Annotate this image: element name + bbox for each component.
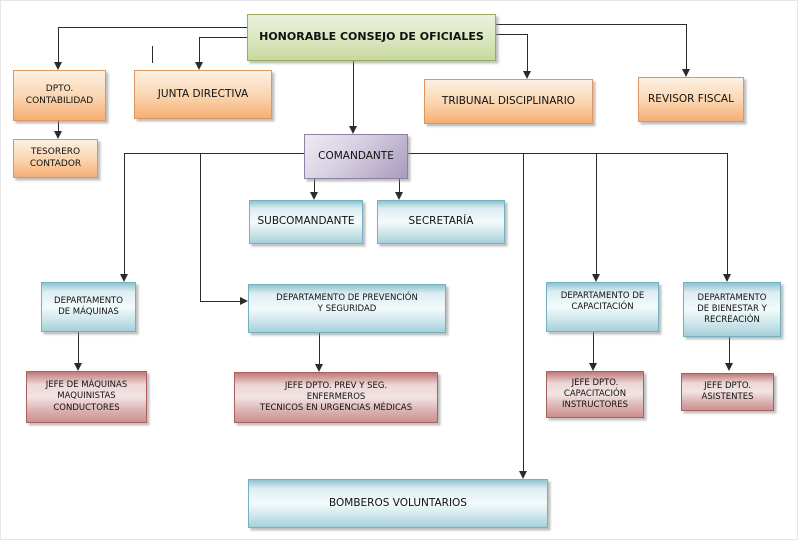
node-label: SECRETARÍA	[408, 215, 474, 228]
connector-comandante-left-h	[124, 153, 304, 154]
connector-capacitacion-jefe-v	[593, 332, 594, 364]
connector-consejo-tribunal-h	[496, 34, 527, 35]
node-label: TRIBUNAL DISCIPLINARIO	[441, 94, 576, 107]
node-departamento-de-bienestar-y-recreacion: DEPARTAMENTO DE BIENESTAR Y RECREACIÓN	[683, 282, 781, 337]
arrowhead-to-jefe-prevencion	[315, 364, 323, 372]
connector-consejo-junta-h	[199, 37, 247, 38]
connector-consejo-contabilidad-h	[58, 27, 247, 28]
arrowhead-to-junta	[195, 62, 203, 70]
node-junta-directiva: JUNTA DIRECTIVA	[134, 70, 272, 119]
connector-consejo-revisor-h	[496, 24, 686, 25]
node-bomberos-voluntarios: BOMBEROS VOLUNTARIOS	[248, 479, 548, 528]
node-label: DEPARTAMENTO DE CAPACITACIÓN	[560, 291, 645, 313]
node-departamento-de-prevencion-y-seguridad: DEPARTAMENTO DE PREVENCIÓN Y SEGURIDAD	[248, 284, 446, 333]
node-dpto-contabilidad: DPTO. CONTABILIDAD	[13, 70, 106, 121]
node-label: HONORABLE CONSEJO DE OFICIALES	[259, 30, 484, 44]
node-label: REVISOR FISCAL	[648, 92, 734, 105]
node-departamento-de-maquinas: DEPARTAMENTO DE MÁQUINAS	[41, 282, 136, 332]
arrowhead-to-comandante	[349, 126, 357, 134]
arrowhead-to-secretaria	[395, 192, 403, 200]
connector-to-dept-capacitacion-v	[596, 153, 597, 275]
arrowhead-to-dept-bienestar	[723, 274, 731, 282]
arrowhead-to-bomberos	[519, 471, 527, 479]
node-tesorero-contador: TESORERO CONTADOR	[13, 139, 98, 178]
connector-to-dept-prevencion-v	[200, 153, 201, 301]
connector-to-dept-bienestar-v	[727, 153, 728, 275]
connector-comandante-secretaria-v	[399, 179, 400, 193]
node-secretaria: SECRETARÍA	[377, 200, 505, 244]
node-subcomandante: SUBCOMANDANTE	[249, 200, 363, 244]
connector-consejo-comandante-v	[353, 61, 354, 127]
arrowhead-to-dept-capacitacion	[592, 274, 600, 282]
node-label: TESORERO CONTADOR	[29, 146, 82, 169]
stray-tick-line	[152, 46, 153, 63]
node-label: BOMBEROS VOLUNTARIOS	[329, 496, 467, 509]
arrowhead-to-jefe-maquinas	[74, 363, 82, 371]
node-label: JUNTA DIRECTIVA	[157, 87, 249, 100]
node-jefe-dpto-asistentes: JEFE DPTO. ASISTENTES	[681, 373, 774, 411]
node-label: SUBCOMANDANTE	[257, 215, 355, 228]
node-tribunal-disciplinario: TRIBUNAL DISCIPLINARIO	[424, 79, 593, 124]
connector-maquinas-jefe-v	[78, 332, 79, 364]
node-jefe-dpto-prevencion: JEFE DPTO. PREV Y SEG. ENFERMEROS TECNIC…	[234, 372, 438, 423]
connector-consejo-junta-v	[199, 37, 200, 63]
node-label: JEFE DPTO. PREV Y SEG. ENFERMEROS TECNIC…	[259, 380, 413, 414]
arrowhead-to-jefe-capacitacion	[589, 363, 597, 371]
arrowhead-to-tesorero	[54, 131, 62, 139]
connector-to-dept-maquinas-v	[124, 153, 125, 275]
node-jefe-dpto-capacitacion: JEFE DPTO. CAPACITACIÓN INSTRUCTORES	[546, 371, 644, 418]
node-label: DEPARTAMENTO DE PREVENCIÓN Y SEGURIDAD	[276, 293, 418, 315]
connector-consejo-contabilidad-v	[58, 27, 59, 63]
connector-consejo-revisor-v	[686, 24, 687, 70]
node-label: DPTO. CONTABILIDAD	[25, 83, 94, 106]
arrowhead-to-contabilidad	[54, 62, 62, 70]
connector-prevencion-jefe-v	[319, 333, 320, 365]
node-label: JEFE DPTO. CAPACITACIÓN INSTRUCTORES	[561, 377, 629, 411]
node-label: JEFE DE MÁQUINAS MAQUINISTAS CONDUCTORES	[45, 380, 128, 413]
node-label: COMANDANTE	[318, 149, 394, 162]
connector-to-bomberos-v	[523, 153, 524, 471]
connector-contabilidad-tesorero-v	[58, 121, 59, 132]
arrowhead-to-tribunal	[523, 71, 531, 79]
connector-consejo-tribunal-v	[527, 34, 528, 72]
connector-comandante-subcomandante-v	[314, 179, 315, 193]
arrowhead-to-revisor	[682, 69, 690, 77]
node-jefe-de-maquinas: JEFE DE MÁQUINAS MAQUINISTAS CONDUCTORES	[26, 371, 147, 423]
node-honorable-consejo-de-oficiales: HONORABLE CONSEJO DE OFICIALES	[247, 14, 496, 61]
node-label: DEPARTAMENTO DE MÁQUINAS	[54, 295, 123, 317]
connector-bienestar-jefe-v	[729, 337, 730, 364]
arrowhead-to-dept-prevencion	[240, 297, 248, 305]
node-comandante: COMANDANTE	[304, 134, 408, 179]
arrowhead-to-jefe-asistentes	[725, 363, 733, 371]
node-revisor-fiscal: REVISOR FISCAL	[638, 77, 744, 122]
arrowhead-to-dept-maquinas	[120, 274, 128, 282]
node-label: DEPARTAMENTO DE BIENESTAR Y RECREACIÓN	[697, 292, 767, 326]
node-label: JEFE DPTO. ASISTENTES	[701, 380, 754, 402]
arrowhead-to-subcomandante	[310, 192, 318, 200]
connector-to-dept-prevencion-h	[200, 301, 241, 302]
connector-comandante-right-h	[408, 153, 727, 154]
node-departamento-de-capacitacion: DEPARTAMENTO DE CAPACITACIÓN	[546, 282, 659, 332]
